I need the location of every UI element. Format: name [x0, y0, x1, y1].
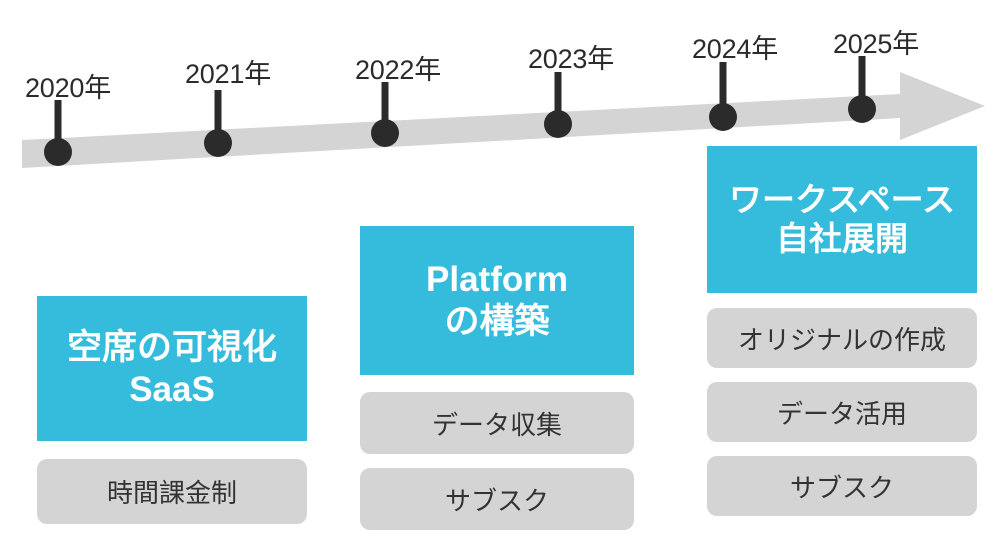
- timeline-year-label-2021: 2021年: [184, 59, 272, 89]
- timeline-dot-2025: [848, 95, 876, 123]
- phase-box-1-line-2: SaaS: [129, 369, 215, 409]
- timeline-year-label-2020: 2020年: [24, 73, 112, 103]
- timeline-arrow: [22, 56, 985, 168]
- timeline-dot-2023: [544, 110, 572, 138]
- roadmap-column-1: 空席の可視化 SaaS 時間課金制: [37, 296, 307, 524]
- phase-box-1[interactable]: 空席の可視化 SaaS: [37, 296, 307, 441]
- phase-box-2-line-1: Platform: [426, 260, 568, 300]
- timeline-band-arrow: [22, 72, 985, 168]
- tag-pill-2-1[interactable]: データ収集: [360, 392, 634, 454]
- timeline-dot-2024: [709, 103, 737, 131]
- tag-pill-3-2[interactable]: データ活用: [707, 382, 977, 442]
- phase-box-1-line-1: 空席の可視化: [66, 328, 277, 368]
- tag-pill-2-2[interactable]: サブスク: [360, 468, 634, 530]
- phase-box-3[interactable]: ワークスペース 自社展開: [707, 146, 977, 293]
- timeline-dot-2020: [44, 138, 72, 166]
- timeline-year-label-2024: 2024年: [691, 34, 779, 64]
- timeline-year-label-2025: 2025年: [832, 29, 920, 59]
- timeline-year-label-2022: 2022年: [354, 55, 442, 85]
- timeline-year-label-2023: 2023年: [527, 44, 615, 74]
- roadmap-column-2: Platform の構築 データ収集 サブスク: [360, 226, 634, 530]
- phase-box-3-line-1: ワークスペース: [728, 180, 956, 218]
- timeline-dot-2021: [204, 129, 232, 157]
- phase-box-3-line-2: 自社展開: [776, 219, 908, 257]
- tag-pill-1-1[interactable]: 時間課金制: [37, 459, 307, 524]
- timeline-dots: [44, 95, 876, 166]
- tag-pill-3-1[interactable]: オリジナルの作成: [707, 308, 977, 368]
- phase-box-2-line-2: の構築: [444, 301, 550, 341]
- timeline-dot-2022: [371, 119, 399, 147]
- tag-pill-3-3[interactable]: サブスク: [707, 456, 977, 516]
- phase-box-2[interactable]: Platform の構築: [360, 226, 634, 375]
- roadmap-column-3: ワークスペース 自社展開 オリジナルの作成 データ活用 サブスク: [707, 146, 977, 516]
